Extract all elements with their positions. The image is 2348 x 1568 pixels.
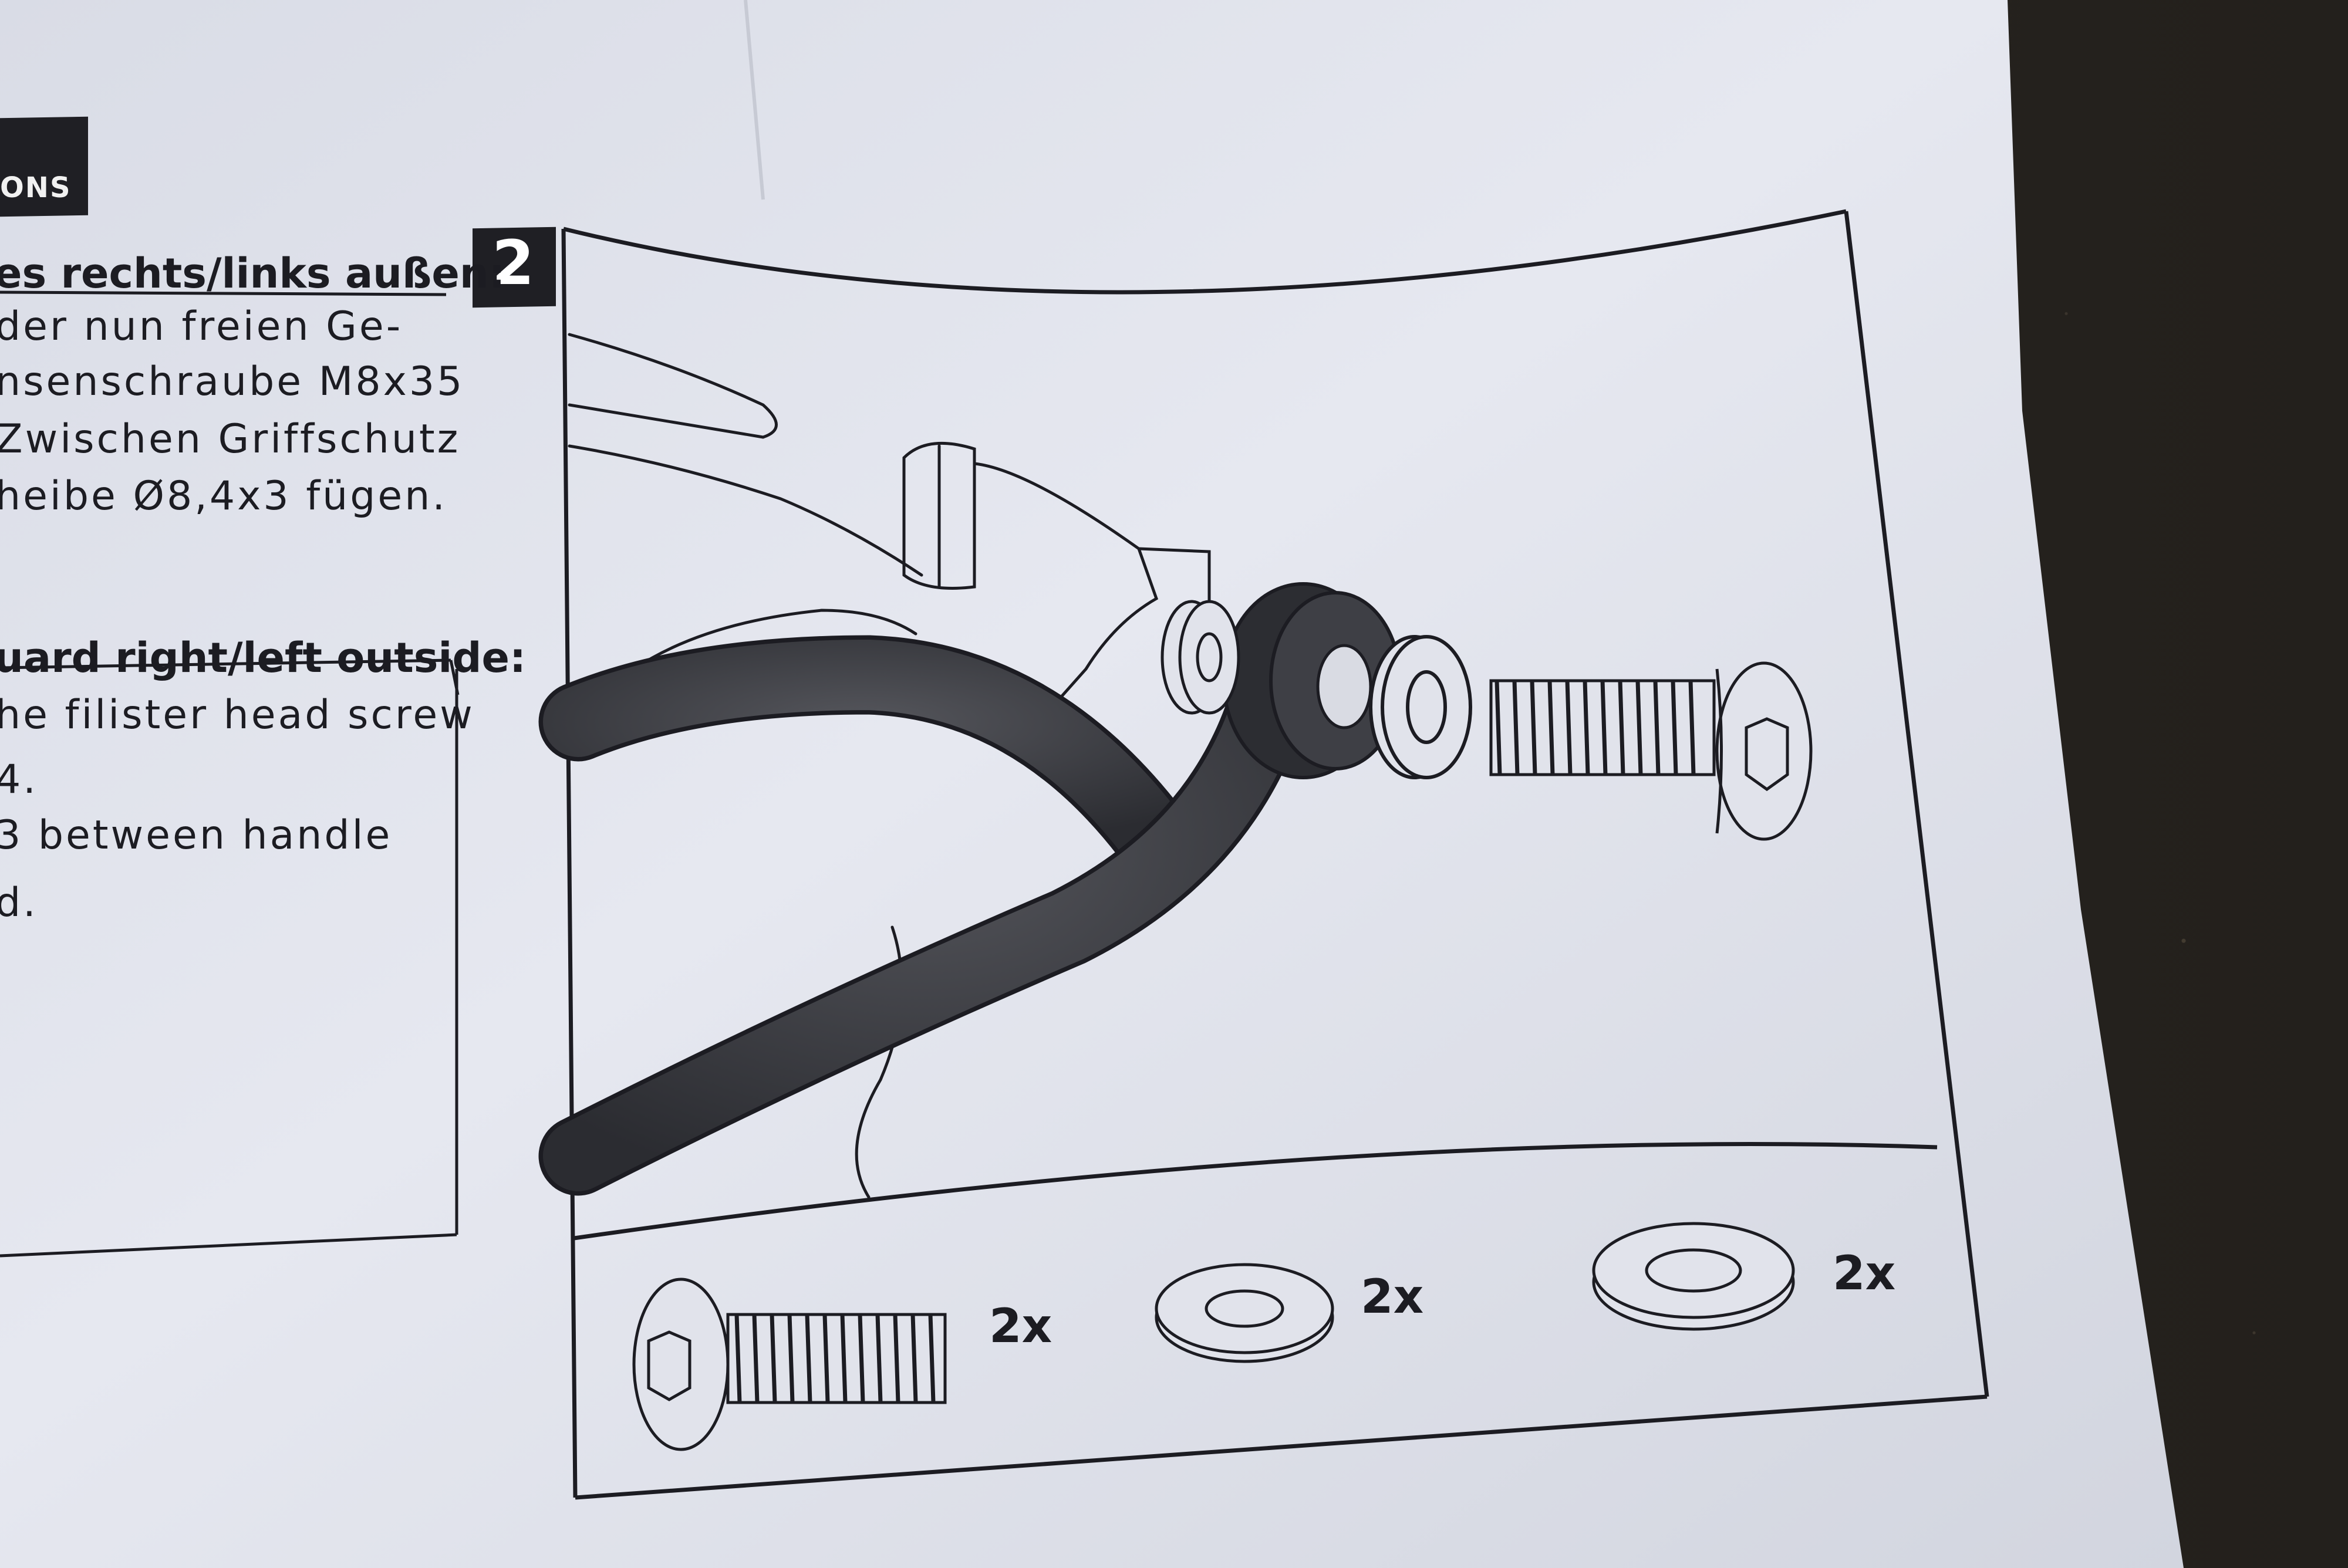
- handle-guard-bar: [538, 635, 1308, 1196]
- english-line-3: 3 between handle: [0, 812, 393, 859]
- english-heading: uard right/left outside:: [0, 634, 526, 682]
- english-line-2: 4.: [0, 756, 38, 803]
- german-line-1: der nun freien Ge-: [0, 303, 403, 350]
- thick-washer-icon: [1592, 1222, 1795, 1331]
- step-number: 2: [492, 227, 535, 299]
- thin-washer-quantity: 2x: [1361, 1269, 1424, 1324]
- screw-quantity: 2x: [989, 1299, 1052, 1353]
- english-line-1: he filister head screw: [0, 692, 475, 738]
- text-box-border: [0, 290, 460, 1258]
- mounting-screw: [1489, 661, 1813, 841]
- front-washer: [1369, 635, 1472, 779]
- english-line-4: d.: [0, 880, 38, 926]
- thin-washer-icon: [1155, 1263, 1334, 1363]
- illustration-frame: [561, 209, 1989, 1500]
- paper-fold: [744, 0, 765, 200]
- thick-washer-quantity: 2x: [1833, 1246, 1896, 1300]
- german-line-3: Zwischen Griffschutz: [0, 416, 461, 462]
- spacer-washer: [1160, 600, 1240, 715]
- button-head-screw-icon: [632, 1278, 947, 1451]
- german-heading: es rechts/links außen:: [0, 249, 505, 298]
- german-line-4: heibe Ø8,4x3 fügen.: [0, 473, 447, 519]
- mounting-eye: [1222, 582, 1402, 779]
- german-line-2: nsenschraube M8x35: [0, 359, 465, 405]
- section-header-label: ONS: [0, 171, 72, 204]
